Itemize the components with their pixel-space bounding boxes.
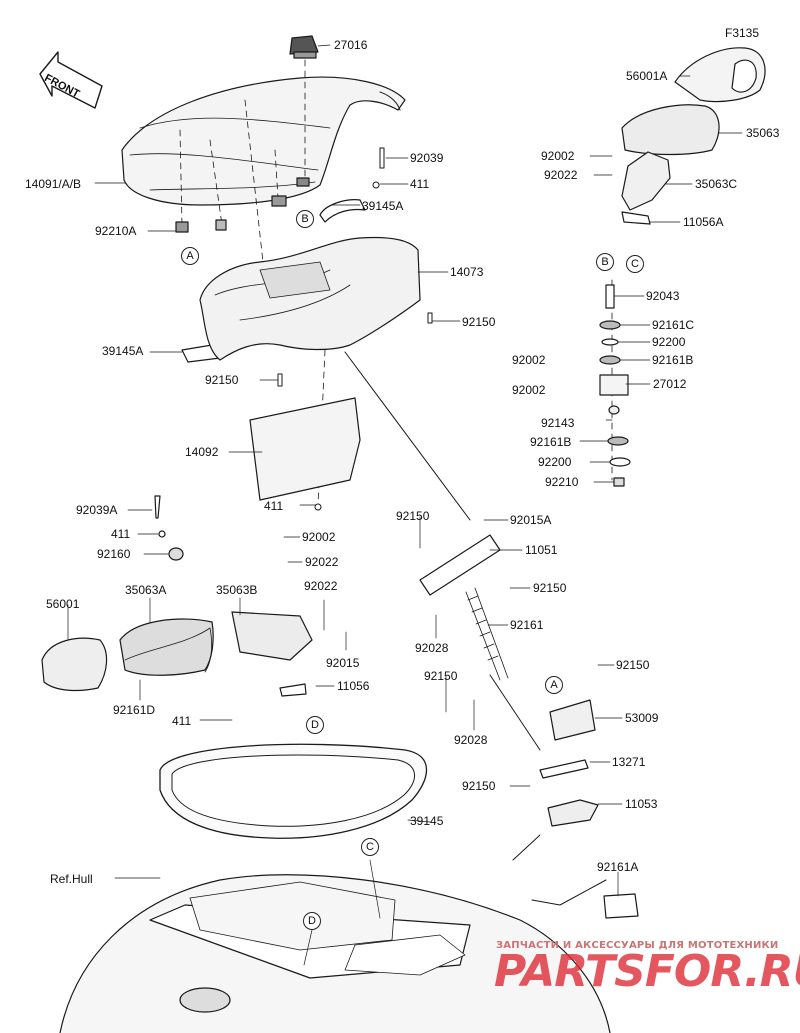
part-label: 92200 [652, 335, 686, 349]
part-label: 411 [172, 714, 192, 728]
part-label: 39145A [362, 199, 404, 213]
front-arrow-icon [39, 51, 103, 109]
part-label: 13271 [612, 755, 646, 769]
part-label: 92161B [530, 435, 572, 449]
part-label: 92150 [396, 509, 430, 523]
part-label: 92150 [616, 658, 650, 672]
part-label: 35063C [695, 177, 738, 191]
part-label: 92002 [512, 353, 546, 367]
part-label: 27012 [653, 377, 687, 391]
hull-ref [59, 874, 611, 1033]
callout-c-right: C [626, 255, 644, 273]
callout-b-right: B [596, 253, 614, 271]
callout-a-right: A [545, 676, 563, 694]
part-label: 53009 [625, 711, 659, 725]
ref-hull-label: Ref.Hull [50, 872, 93, 886]
part-label: 411 [111, 527, 131, 541]
part-label: 56001 [46, 597, 80, 611]
part-label: 92161C [652, 318, 695, 332]
part-label: 92143 [541, 416, 575, 430]
part-label: 92002 [512, 383, 546, 397]
part-label: 92015A [510, 513, 552, 527]
part-label: 92150 [462, 315, 496, 329]
part-label: 14092 [185, 445, 219, 459]
part-label: 92039A [76, 503, 118, 517]
part-label: 11056A [683, 215, 724, 229]
part-label: 92043 [646, 289, 680, 303]
part-label: 92150 [533, 581, 567, 595]
part-label: 39145 [410, 814, 444, 828]
part-label: 92150 [462, 779, 496, 793]
figure-code: F3135 [725, 26, 760, 40]
part-label: 92161 [510, 618, 544, 632]
callout-a-left: A [181, 247, 199, 265]
seat-base-14073 [199, 236, 421, 361]
callout-b-top: B [296, 210, 314, 228]
part-label: 411 [410, 177, 430, 191]
part-label: 92160 [97, 547, 131, 561]
part-label: 92028 [415, 641, 449, 655]
part-label: 14073 [450, 265, 484, 279]
part-label: 92022 [305, 555, 339, 569]
part-label: 92002 [302, 530, 336, 544]
part-label: 92161D [113, 703, 156, 717]
part-label: 92022 [304, 579, 338, 593]
part-label: 411 [264, 499, 284, 513]
part-label: 92161B [652, 353, 694, 367]
part-label: 56001A [626, 69, 668, 83]
part-label: 92210A [95, 224, 137, 238]
watermark-logo: PARTSFOR.RU [494, 946, 800, 997]
callout-d-hull: D [303, 912, 321, 930]
part-label: 92002 [541, 149, 575, 163]
part-label: 92161A [597, 860, 639, 874]
part-label: 92039 [410, 151, 444, 165]
part-label: 92150 [424, 669, 458, 683]
part-label: 11053 [625, 797, 658, 811]
part-label: 35063B [216, 583, 258, 597]
part-label: 92210 [545, 475, 579, 489]
part-label: 92200 [538, 455, 572, 469]
part-label: 92015 [326, 656, 360, 670]
part-label: 11056 [337, 679, 370, 693]
part-label: 14091/A/B [25, 177, 82, 191]
part-label: 35063 [746, 126, 780, 140]
callout-d-mid: D [306, 716, 324, 734]
part-label: 35063A [125, 583, 167, 597]
part-label: 11051 [525, 543, 558, 557]
seat-14091 [121, 76, 406, 206]
part-label: 92022 [544, 168, 578, 182]
cap-27016 [289, 35, 319, 59]
part-label: 27016 [334, 38, 368, 52]
part-label: 92150 [205, 373, 239, 387]
callout-c-hull: C [361, 838, 379, 856]
part-label: 39145A [102, 344, 144, 358]
part-label: 92028 [454, 733, 488, 747]
watermark-caption: ЗАПЧАСТИ И АКСЕССУАРЫ ДЛЯ МОТОТЕХНИКИ [496, 940, 779, 951]
